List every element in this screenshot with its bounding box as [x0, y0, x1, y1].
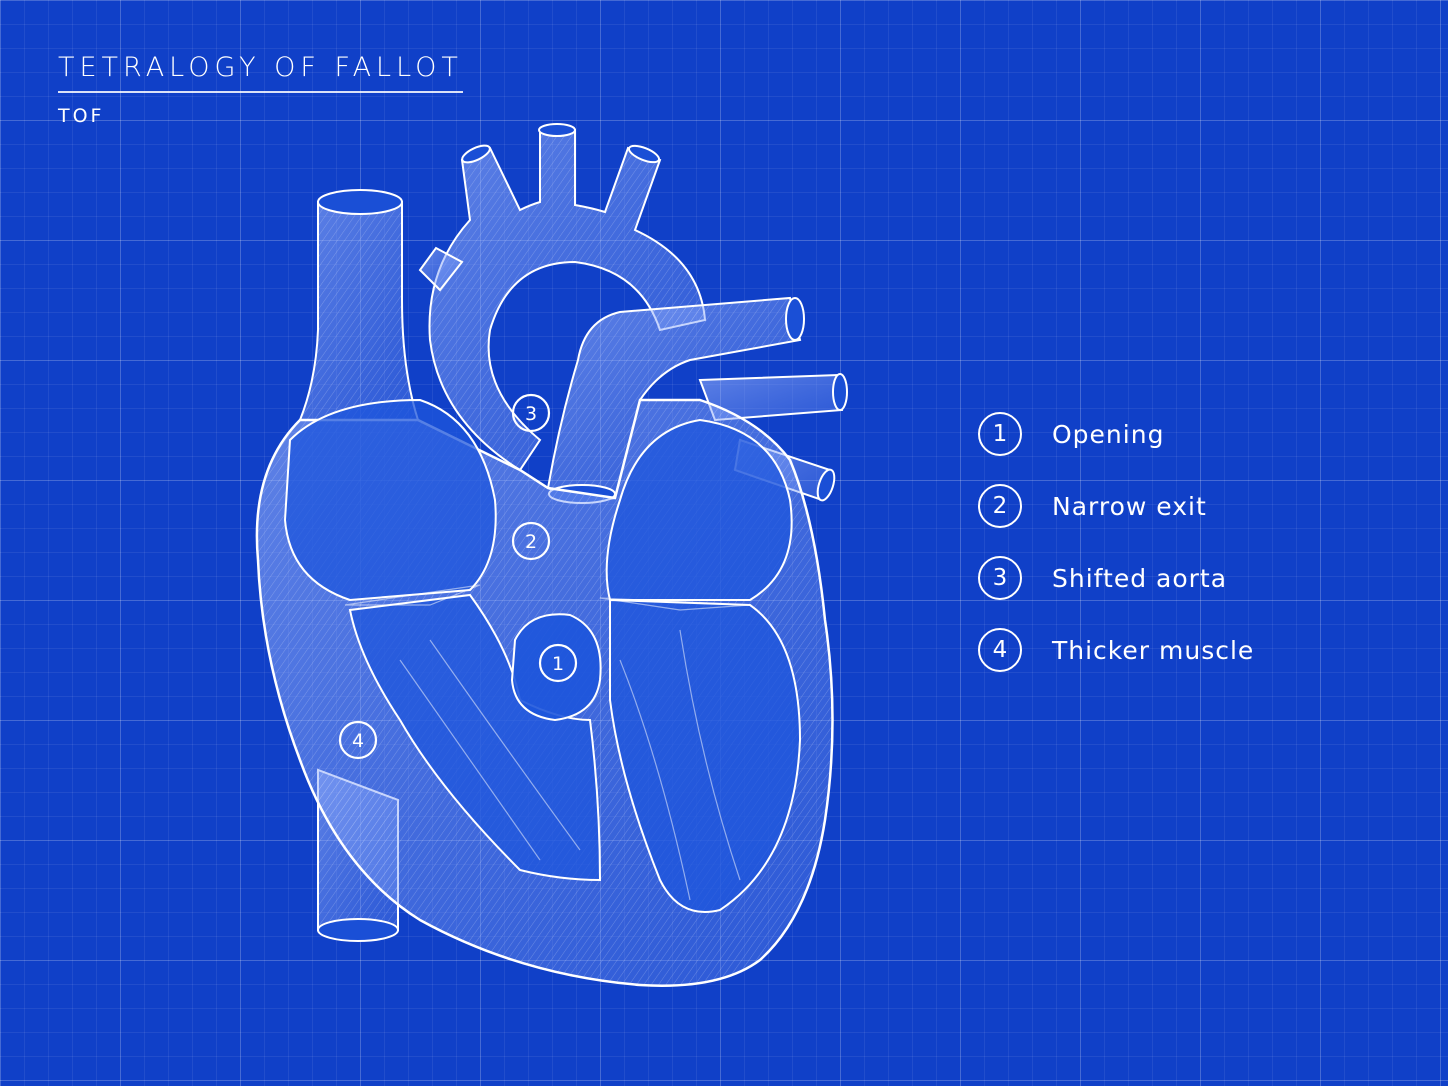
legend-label: Opening	[1052, 419, 1165, 449]
diagram-subtitle: TOF	[58, 105, 105, 127]
legend-number: 4	[978, 628, 1022, 672]
ventricular-septal-defect	[510, 613, 602, 722]
legend-item-opening: 1 Opening	[978, 410, 1254, 458]
legend-item-narrow-exit: 2 Narrow exit	[978, 482, 1254, 530]
marker-2: 2	[511, 521, 551, 561]
legend-item-shifted-aorta: 3 Shifted aorta	[978, 554, 1254, 602]
legend-number: 3	[978, 556, 1022, 600]
marker-4-label: 4	[352, 730, 364, 752]
legend: 1 Opening 2 Narrow exit 3 Shifted aorta …	[978, 410, 1254, 698]
legend-label: Shifted aorta	[1052, 563, 1228, 593]
legend-number: 1	[978, 412, 1022, 456]
legend-number: 2	[978, 484, 1022, 528]
septum-lines	[344, 584, 751, 901]
superior-vena-cava	[298, 189, 420, 421]
title-block: TETRALOGY OF FALLOT TOF	[58, 52, 463, 127]
right-atrium	[283, 398, 497, 602]
legend-label: Thicker muscle	[1052, 635, 1255, 665]
legend-label: Narrow exit	[1052, 491, 1207, 521]
pulmonary-artery	[546, 296, 805, 504]
left-atrium	[605, 418, 793, 601]
marker-3: 3	[511, 393, 551, 433]
marker-2-label: 2	[525, 531, 537, 553]
marker-1-label: 1	[552, 653, 564, 675]
aortic-arch	[418, 123, 707, 472]
marker-4: 4	[338, 720, 378, 760]
legend-item-thicker-muscle: 4 Thicker muscle	[978, 626, 1254, 674]
marker-3-label: 3	[525, 403, 537, 425]
marker-1: 1	[538, 643, 578, 683]
diagram-title: TETRALOGY OF FALLOT	[58, 52, 463, 93]
